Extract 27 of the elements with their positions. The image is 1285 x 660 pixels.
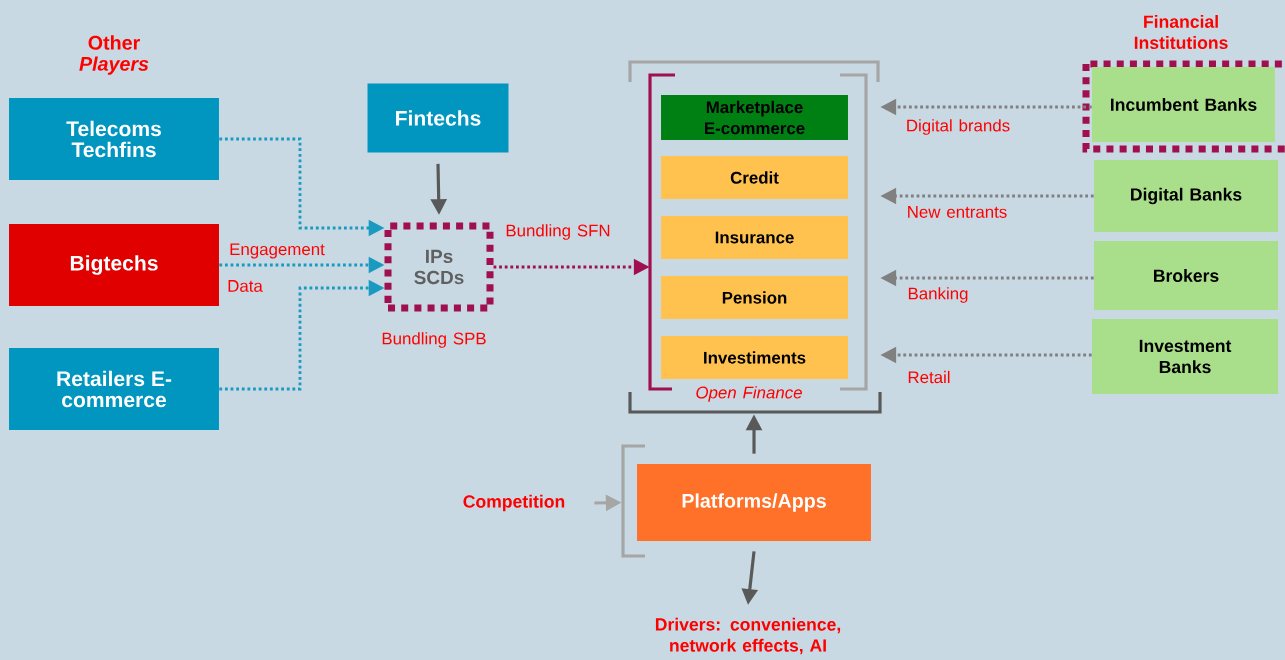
platform-box: Platforms/Apps <box>637 464 871 541</box>
edge-label: Digital brands <box>907 119 1010 135</box>
product-box: Investiments <box>661 336 848 379</box>
driver-text: Drivers: convenience, network effects, AI <box>655 617 841 655</box>
heading: Other Players <box>79 35 149 75</box>
heading: Financial Institutions <box>1134 15 1228 49</box>
edge-label: Retail <box>908 370 950 384</box>
institution-box: Incumbent Banks <box>1092 67 1275 142</box>
edge-label: Engagement <box>230 243 325 259</box>
player-box: Fintechs <box>367 83 509 153</box>
edge-label: Banking <box>908 287 968 303</box>
heading: Data <box>228 280 263 292</box>
driver-text: Competition <box>463 494 565 512</box>
player-box: Bigtechs <box>9 224 219 306</box>
institution-box: Digital Banks <box>1094 160 1278 232</box>
product-box: Insurance <box>661 216 848 259</box>
dotted-box: IPs SCDs <box>384 222 494 312</box>
institution-box: Brokers <box>1094 241 1278 310</box>
edge-label: New entrants <box>908 206 1007 218</box>
edge-label: Bundling SFN <box>506 224 610 240</box>
product-box: Pension <box>661 276 848 319</box>
player-box: Retailers E-commerce <box>9 348 219 430</box>
node-caption: Bundling SPB <box>382 332 486 348</box>
institution-box: Investment Banks <box>1092 319 1278 394</box>
product-box: Credit <box>661 156 848 199</box>
player-box: Telecoms Techfins <box>9 98 219 180</box>
product-box: Marketplace E-commerce <box>661 95 848 140</box>
